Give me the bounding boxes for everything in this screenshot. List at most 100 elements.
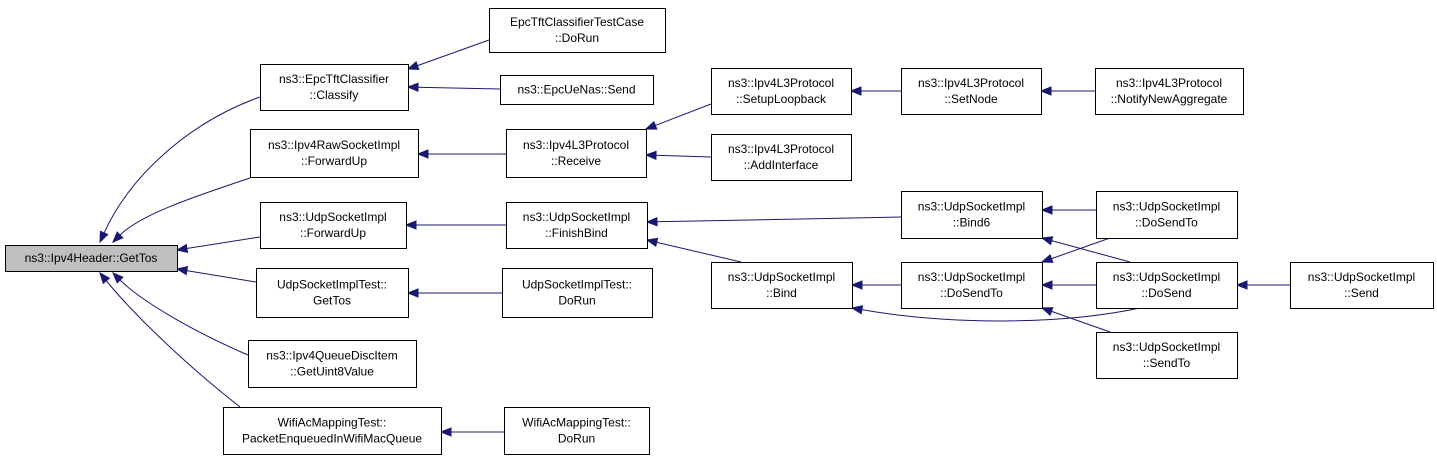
- node-epc-test-dorun[interactable]: EpcTftClassifierTestCase::DoRun: [489, 8, 666, 53]
- edge-raw_forwardup-to-root: [112, 177, 251, 243]
- edge-arrowhead: [99, 230, 109, 244]
- node-udp-sendto[interactable]: ns3::UdpSocketImpl::SendTo: [1096, 332, 1238, 379]
- edge-udp_dosend-to-udp_dosendto_m: [1040, 280, 1096, 290]
- edge-arrowhead: [1040, 236, 1054, 246]
- edge-wifi_dorun-to-wifi_enqueued: [439, 427, 504, 437]
- node-box: [260, 64, 409, 111]
- node-udp-dosend[interactable]: ns3::UdpSocketImpl::DoSend: [1096, 262, 1238, 309]
- edge-arrowhead: [850, 280, 863, 290]
- node-label: ::GetUint8Value: [290, 365, 374, 379]
- node-label: ns3::UdpSocketImpl: [1113, 340, 1220, 354]
- edge-arrowhead: [644, 120, 658, 130]
- edge-line: [119, 279, 249, 356]
- node-udp-send[interactable]: ns3::UdpSocketImpl::Send: [1290, 262, 1434, 309]
- edge-udp_sendto-to-udp_dosendto_m: [1040, 307, 1111, 333]
- node-label: ::Classify: [310, 88, 359, 102]
- node-wifi-enqueued[interactable]: WifiAcMappingTest::PacketEnqueuedInWifiM…: [223, 407, 442, 455]
- edge-arrowhead: [404, 220, 417, 230]
- node-box: [711, 68, 852, 115]
- node-box: [901, 262, 1043, 309]
- node-label: ::DoRun: [555, 31, 599, 45]
- node-label: ns3::UdpSocketImpl: [279, 210, 386, 224]
- edge-udp_finishbind-to-udp_forwardup: [404, 220, 506, 230]
- node-box: [1290, 262, 1434, 309]
- node-label: ns3::Ipv4L3Protocol: [728, 142, 834, 156]
- node-udp-dosendto-r[interactable]: ns3::UdpSocketImpl::DoSendTo: [1096, 191, 1238, 239]
- call-graph-nodes: ns3::Ipv4Header::GetTos ns3::EpcTftClassi…: [5, 8, 1434, 455]
- node-udptest-gettos[interactable]: UdpSocketImplTest::GetTos: [256, 268, 409, 318]
- node-box: [901, 68, 1042, 115]
- edge-line: [105, 279, 241, 408]
- node-label: ns3::Ipv4Header::GetTos: [25, 251, 158, 265]
- edge-arrowhead: [1040, 307, 1054, 316]
- edge-arrowhead: [1235, 280, 1248, 290]
- edge-line: [655, 216, 902, 223]
- node-l3-addinterface[interactable]: ns3::Ipv4L3Protocol::AddInterface: [711, 134, 852, 181]
- node-label: ns3::UdpSocketImpl: [1308, 270, 1415, 284]
- edge-arrowhead: [439, 427, 452, 437]
- node-label: ::Bind6: [953, 216, 991, 230]
- node-label: ::DoSend: [1141, 286, 1191, 300]
- edge-udptest_dorun-to-udptest_gettos: [406, 288, 502, 298]
- node-label: WifiAcMappingTest::: [522, 416, 631, 430]
- edge-arrowhead: [175, 266, 189, 276]
- edge-line: [1050, 239, 1131, 263]
- edge-arrowhead: [112, 272, 124, 284]
- edge-arrowhead: [849, 86, 862, 96]
- edge-arrowhead: [416, 149, 429, 159]
- node-l3-setnode[interactable]: ns3::Ipv4L3Protocol::SetNode: [901, 68, 1042, 115]
- call-graph-edges: [99, 39, 1290, 437]
- node-l3-setuploopback[interactable]: ns3::Ipv4L3Protocol::SetupLoopback: [711, 68, 852, 115]
- edge-udp_bind6-to-udp_finishbind: [645, 216, 902, 227]
- node-qdisc-getuint8[interactable]: ns3::Ipv4QueueDiscItem::GetUint8Value: [248, 340, 417, 388]
- node-udp-bind6[interactable]: ns3::UdpSocketImpl::Bind6: [901, 191, 1043, 239]
- edge-arrowhead: [1040, 254, 1054, 263]
- edge-udp_dosendto_m-to-udp_bind: [850, 280, 901, 290]
- node-label: ns3::UdpSocketImpl: [728, 270, 835, 284]
- node-label: ::DoSendTo: [940, 286, 1003, 300]
- node-label: ns3::Ipv4RawSocketImpl: [268, 138, 400, 152]
- node-label: ::NotifyNewAggregate: [1111, 92, 1228, 106]
- node-box: [248, 340, 417, 388]
- edge-line: [655, 241, 742, 263]
- edge-epc_test_dorun-to-epc_classify: [406, 39, 490, 70]
- edge-l3_setnode-to-l3_setuploopback: [849, 86, 901, 96]
- node-label: PacketEnqueuedInWifiMacQueue: [242, 432, 422, 446]
- node-box: [250, 129, 419, 178]
- edge-epc_classify-to-root: [99, 96, 261, 244]
- node-box: [1095, 68, 1244, 115]
- node-udptest-dorun[interactable]: UdpSocketImplTest::DoRun: [502, 268, 653, 318]
- node-box: [506, 202, 648, 249]
- node-label: WifiAcMappingTest::: [278, 416, 387, 430]
- edge-arrowhead: [644, 150, 657, 161]
- node-label: ns3::UdpSocketImpl: [1113, 270, 1220, 284]
- node-l3-notify[interactable]: ns3::Ipv4L3Protocol::NotifyNewAggregate: [1095, 68, 1244, 115]
- node-epc-classify[interactable]: ns3::EpcTftClassifier::Classify: [260, 64, 409, 111]
- node-label: ns3::UdpSocketImpl: [523, 210, 630, 224]
- node-udp-bind[interactable]: ns3::UdpSocketImpl::Bind: [711, 262, 853, 309]
- node-udp-forwardup[interactable]: ns3::UdpSocketImpl::ForwardUp: [260, 202, 407, 249]
- node-box: [500, 75, 654, 105]
- node-udp-finishbind[interactable]: ns3::UdpSocketImpl::FinishBind: [506, 202, 648, 249]
- edge-line: [1050, 310, 1111, 333]
- node-label: ns3::Ipv4L3Protocol: [728, 76, 834, 90]
- node-wifi-dorun[interactable]: WifiAcMappingTest::DoRun: [504, 407, 650, 455]
- edge-line: [416, 39, 490, 67]
- node-udp-dosendto-m[interactable]: ns3::UdpSocketImpl::DoSendTo: [901, 262, 1043, 309]
- node-raw-forwardup[interactable]: ns3::Ipv4RawSocketImpl::ForwardUp: [250, 129, 419, 178]
- node-root[interactable]: ns3::Ipv4Header::GetTos: [5, 245, 178, 272]
- node-box: [1096, 332, 1238, 379]
- edge-udptest_gettos-to-root: [175, 266, 257, 283]
- node-label: ::Receive: [551, 154, 601, 168]
- node-label: ns3::Ipv4L3Protocol: [523, 138, 629, 152]
- node-label: ::FinishBind: [545, 226, 608, 240]
- node-epc-uenas-send[interactable]: ns3::EpcUeNas::Send: [500, 75, 654, 105]
- node-label: ns3::UdpSocketImpl: [918, 200, 1025, 214]
- edge-udp_forwardup-to-root: [175, 236, 261, 254]
- edge-udp_bind-to-udp_finishbind: [645, 237, 742, 263]
- edge-arrowhead: [1040, 280, 1053, 290]
- edge-udp_dosend-to-udp_bind: [850, 305, 1141, 322]
- edge-udp_dosendto_r-to-udp_bind6: [1040, 205, 1096, 215]
- node-l3-receive[interactable]: ns3::Ipv4L3Protocol::Receive: [506, 129, 647, 178]
